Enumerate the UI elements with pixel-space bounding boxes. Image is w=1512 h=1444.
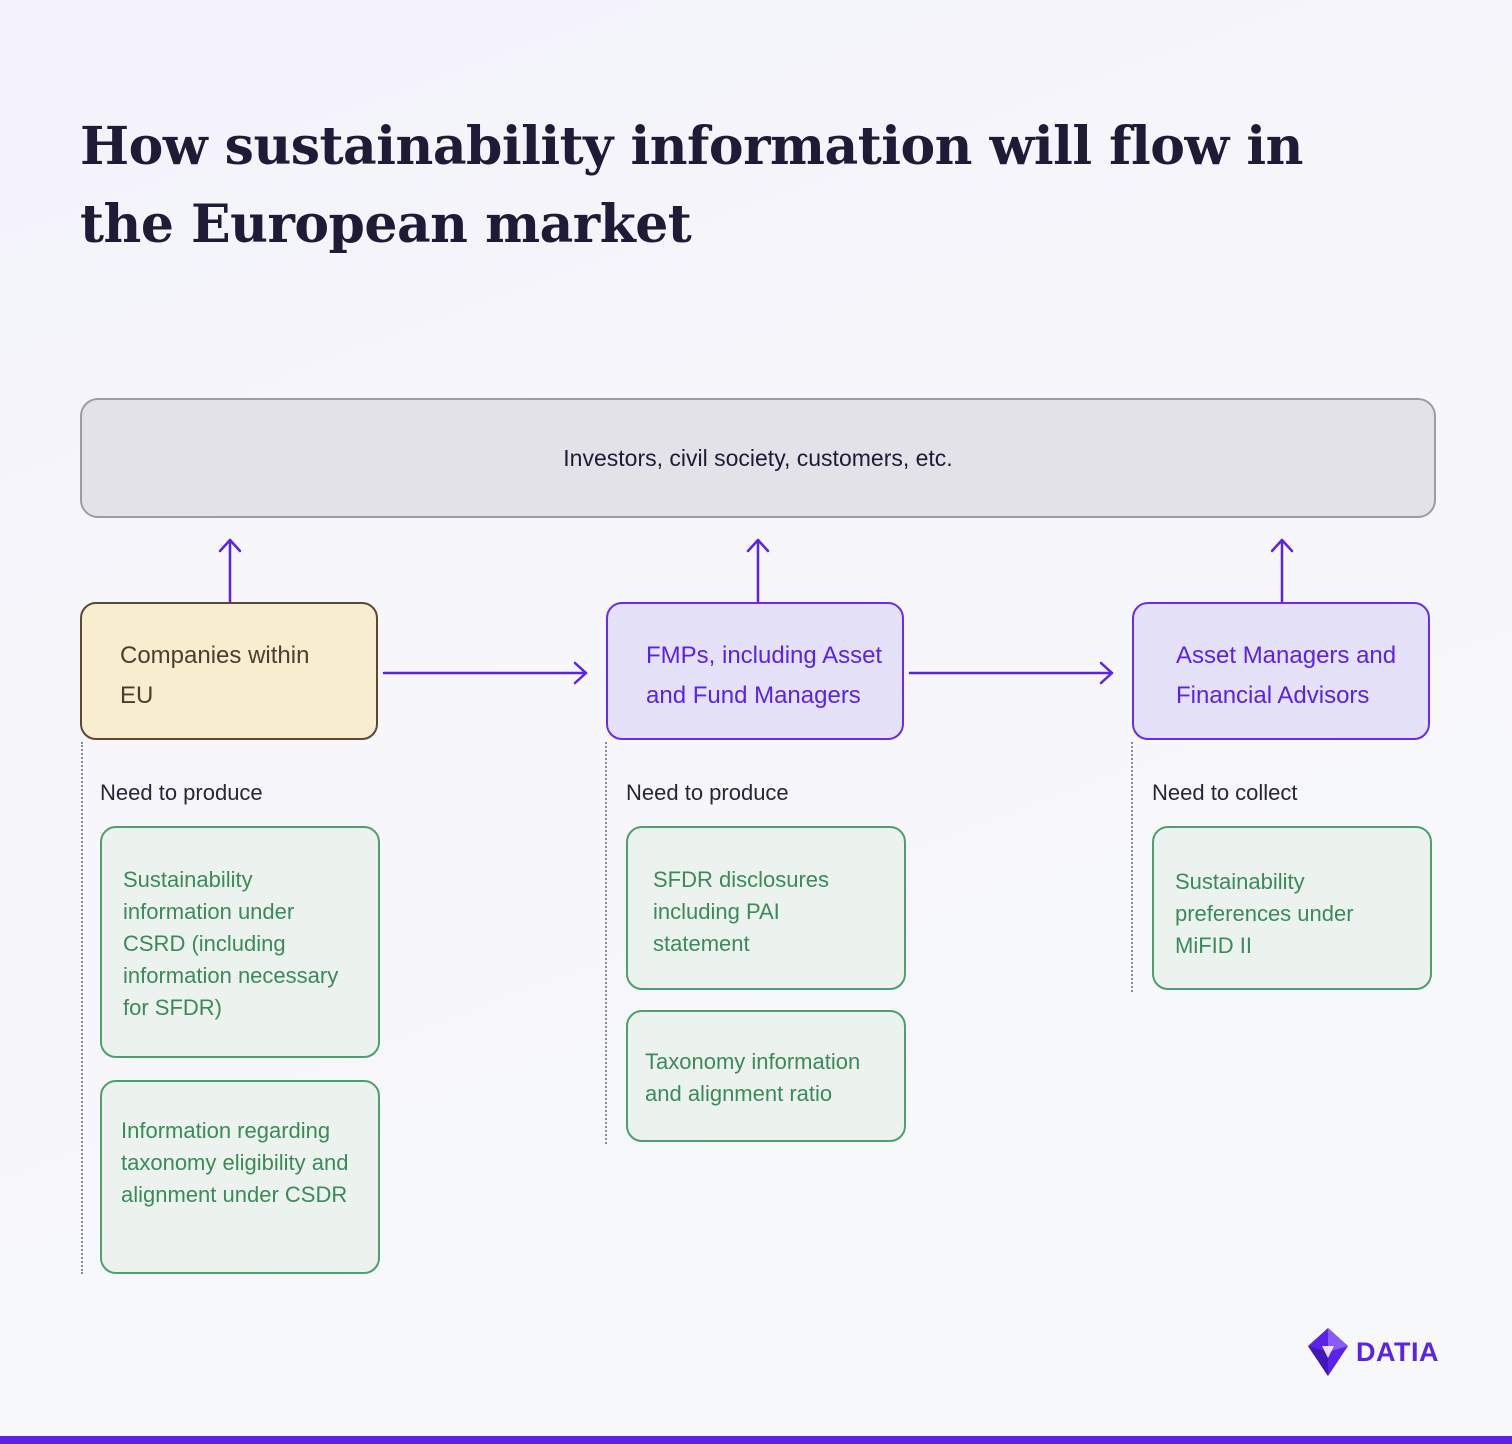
- arrow-up-fmps: [746, 538, 770, 604]
- node-label: Asset Managers and Financial Advisors: [1176, 642, 1397, 709]
- arrow-up-advisors: [1270, 538, 1294, 604]
- info-card: Sustainability preferences under MiFID I…: [1152, 826, 1432, 990]
- page-title: How sustainability information will flow…: [80, 116, 1303, 255]
- need-label: Need to collect: [1152, 780, 1298, 805]
- info-card-text: Information regarding taxonomy eligibili…: [121, 1118, 349, 1207]
- need-label: Need to produce: [100, 780, 263, 805]
- dotted-connector: [81, 742, 83, 1274]
- info-card: SFDR disclosures including PAI statement: [626, 826, 906, 990]
- dotted-connector: [1131, 742, 1133, 992]
- info-card: Information regarding taxonomy eligibili…: [100, 1080, 380, 1274]
- node-label: Companies within EU: [120, 642, 310, 709]
- stakeholders-box: Investors, civil society, customers, etc…: [80, 398, 1436, 518]
- arrow-right-companies-to-fmps: [382, 661, 588, 685]
- arrow-right-fmps-to-advisors: [908, 661, 1114, 685]
- info-card: Sustainability information under CSRD (i…: [100, 826, 380, 1058]
- need-label: Need to produce: [626, 780, 789, 805]
- dotted-connector: [605, 742, 607, 1144]
- info-card-text: Sustainability information under CSRD (i…: [123, 867, 339, 1020]
- node-fmps: FMPs, including Asset and Fund Managers: [606, 602, 904, 740]
- bottom-accent-bar: [0, 1436, 1512, 1444]
- info-card-text: SFDR disclosures including PAI statement: [653, 867, 830, 956]
- datia-logo-icon: [1308, 1328, 1348, 1376]
- node-companies-within-eu: Companies within EU: [80, 602, 378, 740]
- info-card-text: Taxonomy information and alignment ratio: [645, 1049, 861, 1106]
- arrow-up-companies: [218, 538, 242, 604]
- info-card-text: Sustainability preferences under MiFID I…: [1175, 869, 1354, 958]
- stakeholders-label: Investors, civil society, customers, etc…: [563, 444, 953, 471]
- info-card: Taxonomy information and alignment ratio: [626, 1010, 906, 1142]
- node-asset-managers-advisors: Asset Managers and Financial Advisors: [1132, 602, 1430, 740]
- brand-name: DATIA: [1356, 1336, 1439, 1367]
- brand-logo: DATIA: [1306, 1326, 1439, 1378]
- node-label: FMPs, including Asset and Fund Managers: [646, 642, 883, 709]
